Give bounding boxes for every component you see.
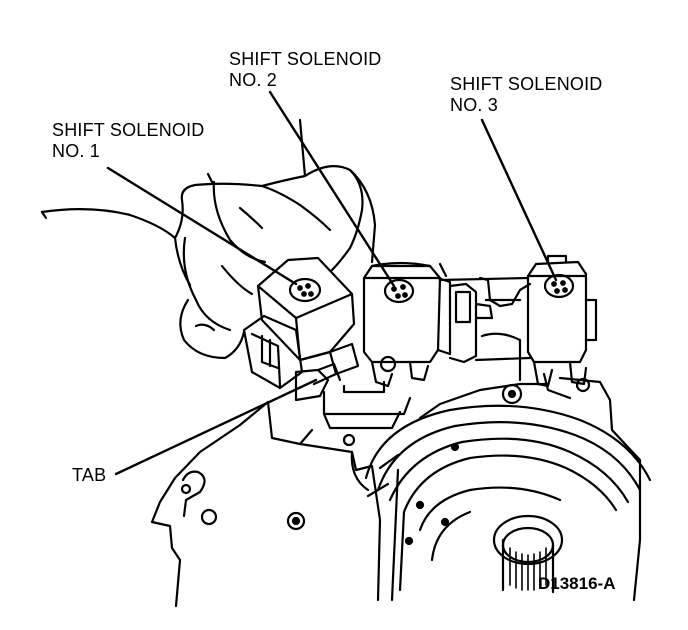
figure-id: D13816-A bbox=[538, 574, 616, 593]
label-shift-solenoid-1-line2: NO. 1 bbox=[52, 141, 101, 161]
label-shift-solenoid-3-line1: SHIFT SOLENOID bbox=[450, 74, 603, 94]
label-shift-solenoid-2: SHIFT SOLENOID NO. 2 bbox=[229, 49, 382, 91]
leader-line-solenoid-1 bbox=[106, 166, 298, 286]
leader-line-solenoid-2 bbox=[268, 90, 396, 288]
label-shift-solenoid-1: SHIFT SOLENOID NO. 1 bbox=[52, 120, 205, 162]
valve-body-casting bbox=[150, 276, 642, 608]
pump-drum-assembly bbox=[364, 404, 652, 602]
tab-clip bbox=[294, 362, 342, 402]
label-shift-solenoid-2-line2: NO. 2 bbox=[229, 70, 278, 90]
label-shift-solenoid-3: SHIFT SOLENOID NO. 3 bbox=[450, 74, 603, 116]
leader-line-solenoid-3 bbox=[480, 118, 558, 282]
label-shift-solenoid-1-line1: SHIFT SOLENOID bbox=[52, 120, 205, 140]
label-tab: TAB bbox=[72, 465, 107, 485]
mounting-rail bbox=[438, 276, 532, 362]
label-shift-solenoid-2-line1: SHIFT SOLENOID bbox=[229, 49, 382, 69]
leader-lines bbox=[106, 90, 558, 476]
bolt-holes bbox=[180, 355, 591, 531]
leader-line-tab bbox=[114, 378, 318, 476]
shift-solenoid-3 bbox=[526, 254, 598, 388]
shift-solenoid-1 bbox=[242, 256, 360, 390]
center-bearing bbox=[492, 514, 564, 594]
label-shift-solenoid-3-line2: NO. 3 bbox=[450, 95, 499, 115]
